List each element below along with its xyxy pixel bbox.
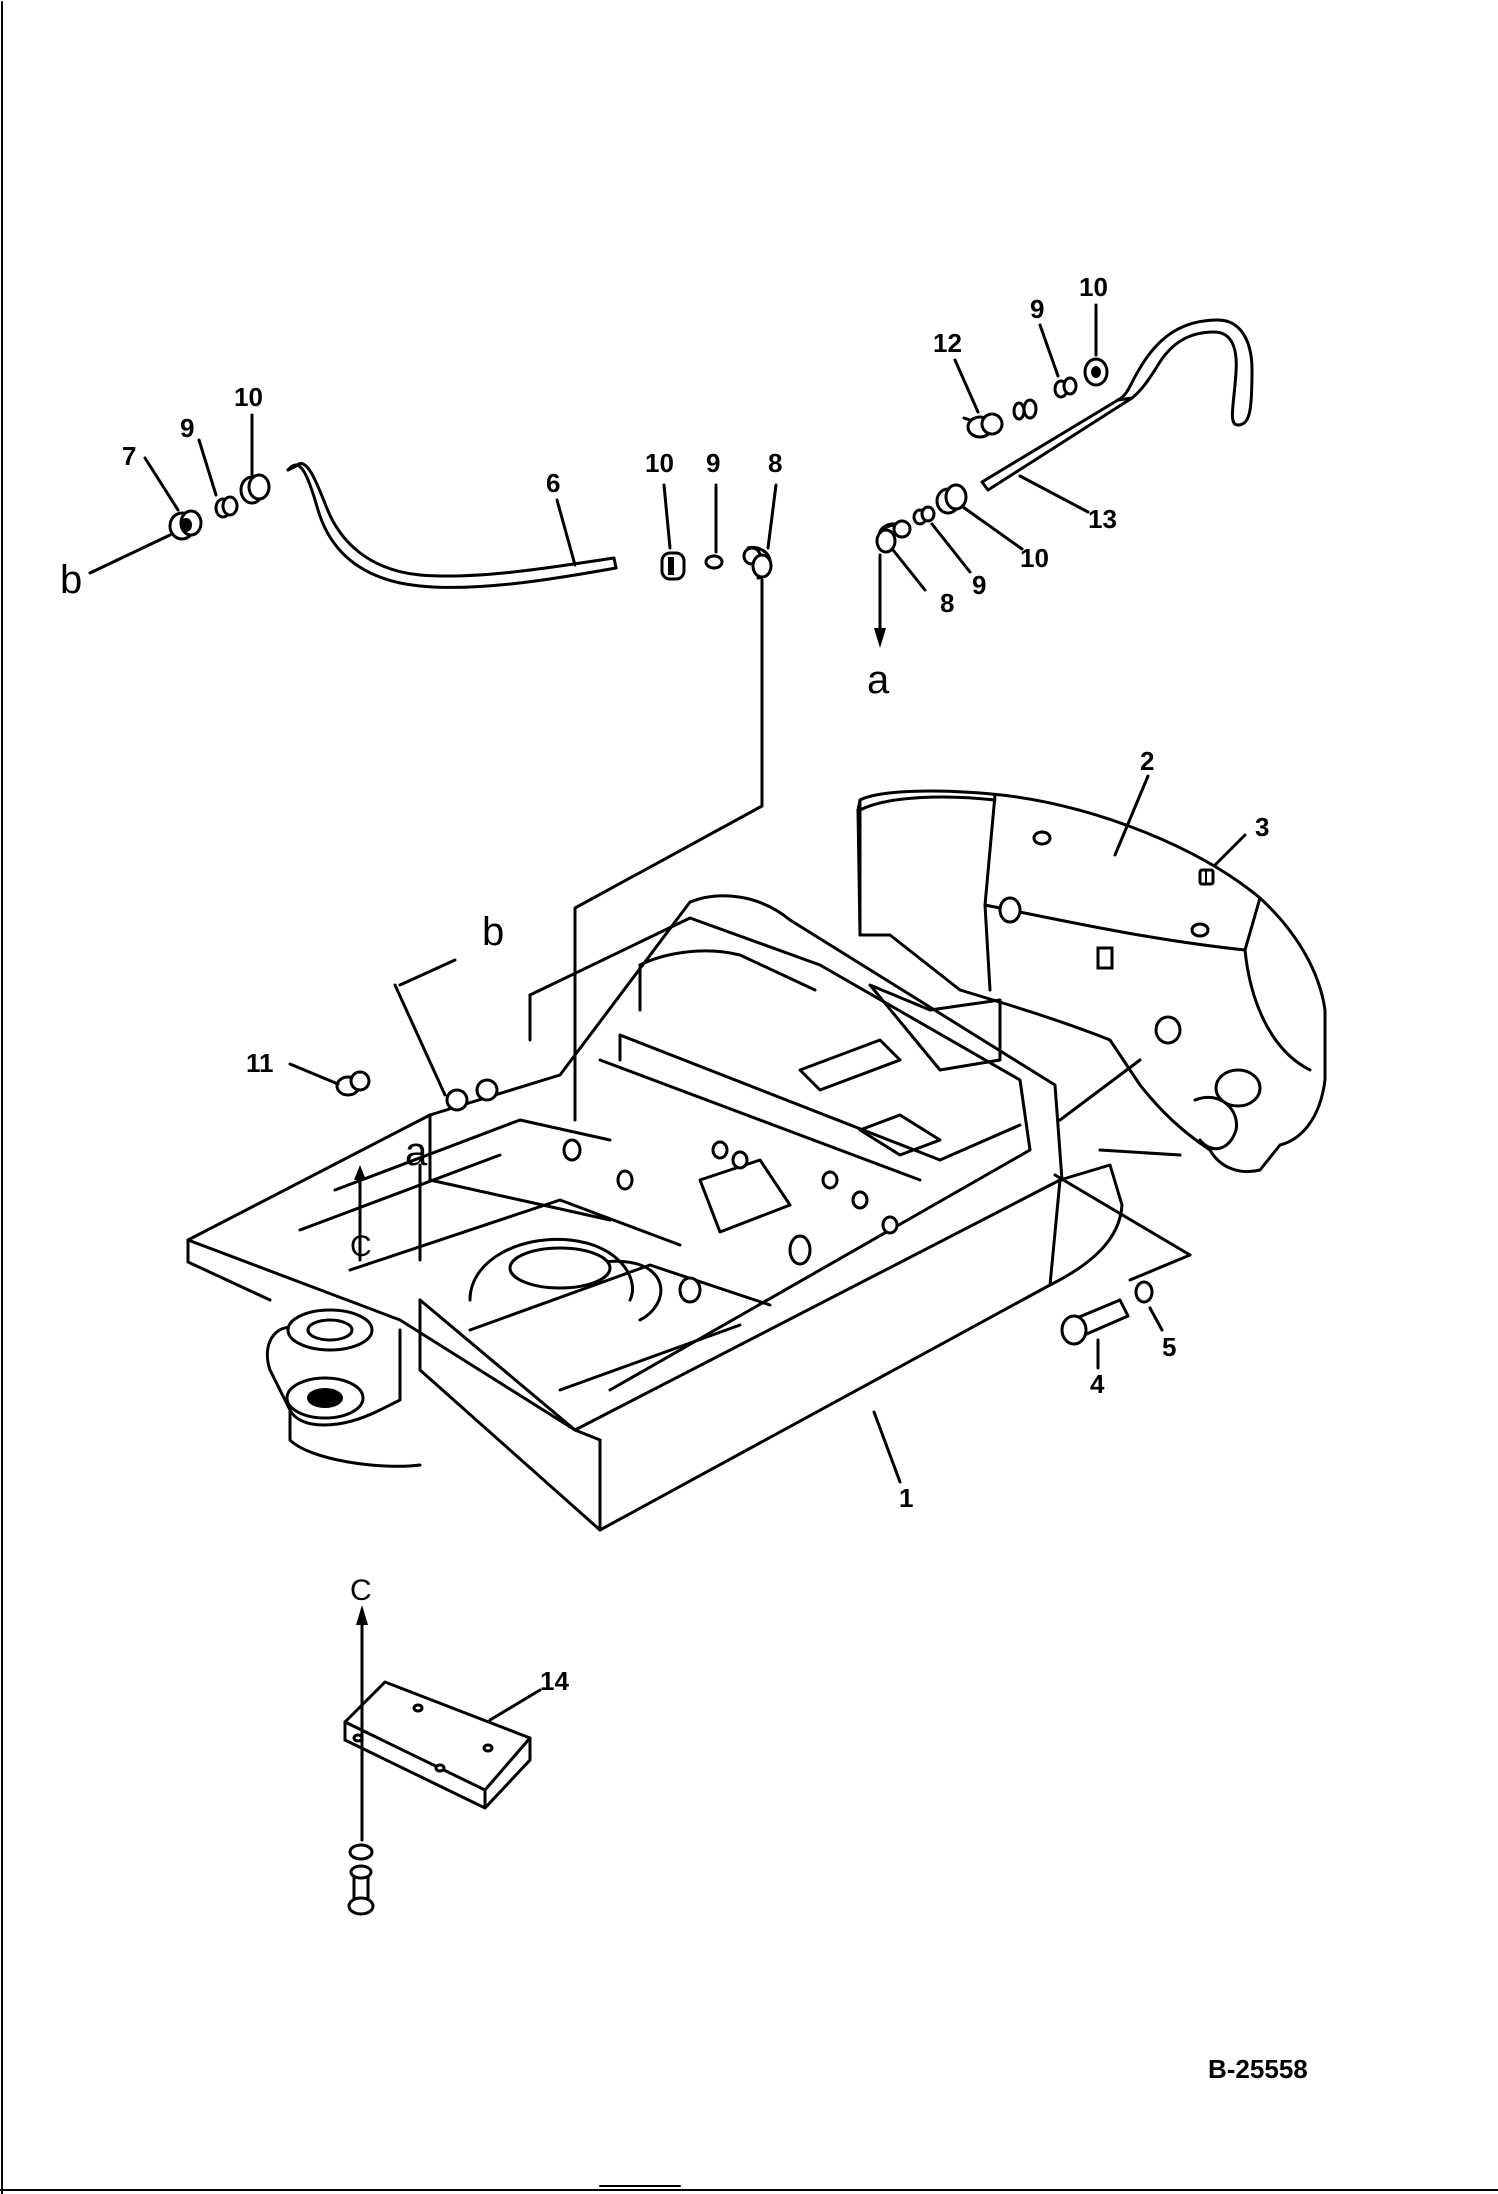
bolt-part-11 xyxy=(288,1062,371,1097)
fitting-part-7 xyxy=(168,509,203,541)
washer-part-5 xyxy=(1134,1280,1154,1304)
leader-to-ref-b xyxy=(88,533,172,575)
frame-holes xyxy=(445,1078,899,1304)
washer-part-9-lower-right xyxy=(912,505,936,526)
nut-part-10-lower-right xyxy=(935,483,968,515)
bolt-part-4 xyxy=(1060,1298,1130,1346)
callout-10-middle: 10 xyxy=(645,448,674,478)
elbow-part-8-left xyxy=(742,546,773,580)
counterweight-guide-line xyxy=(1058,1058,1142,1122)
revolving-frame-part-1 xyxy=(186,894,1192,1532)
callout-13: 13 xyxy=(1088,504,1117,534)
frame-guide-line xyxy=(1098,1148,1182,1157)
arrow-up-c-frame xyxy=(354,1165,366,1180)
hose-assembly-right xyxy=(874,318,1254,648)
reference-letters: b a b a C C xyxy=(60,558,890,1607)
washer-part-9-top xyxy=(1053,376,1078,399)
hose-part-6 xyxy=(286,462,618,589)
callout-numbers: 7 9 10 6 10 9 8 12 9 10 13 10 9 8 2 3 11… xyxy=(122,272,1269,1696)
ref-b-left: b xyxy=(60,558,82,602)
washer-guide-line xyxy=(1128,1253,1192,1282)
washer-part-9-middle xyxy=(704,554,724,570)
bolt-part-3 xyxy=(1198,868,1215,886)
callout-9-middle: 9 xyxy=(706,448,720,478)
callout-9-lower: 9 xyxy=(972,570,986,600)
hose-assembly-left xyxy=(88,462,773,1122)
callout-12: 12 xyxy=(933,328,962,358)
arrow-down-a xyxy=(874,628,886,648)
leader-b-to-hole xyxy=(393,983,447,1097)
ref-c-frame: C xyxy=(350,1230,372,1263)
callout-10-lower: 10 xyxy=(1020,543,1049,573)
callout-8-lower: 8 xyxy=(940,588,954,618)
cover-plate-part-14 xyxy=(343,1605,532,1916)
callout-9-left: 9 xyxy=(180,413,194,443)
callout-8-middle: 8 xyxy=(768,448,782,478)
hose-routing-line-8 xyxy=(573,578,764,1122)
ref-a-frame: a xyxy=(405,1130,428,1174)
callout-3: 3 xyxy=(1255,812,1269,842)
callout-10-left: 10 xyxy=(234,382,263,412)
callout-10-top: 10 xyxy=(1079,272,1108,302)
callout-11: 11 xyxy=(246,1048,274,1078)
callout-14: 14 xyxy=(540,1666,569,1696)
pipe-part-13 xyxy=(980,318,1254,492)
callout-leaders xyxy=(143,303,1247,1722)
elbow-part-8-right xyxy=(875,519,912,554)
callout-7: 7 xyxy=(122,441,136,471)
nut-part-10-middle xyxy=(660,551,686,581)
ref-b-frame: b xyxy=(482,910,504,954)
callout-4: 4 xyxy=(1090,1369,1105,1399)
callout-2: 2 xyxy=(1140,746,1154,776)
callout-5: 5 xyxy=(1162,1332,1176,1362)
leader-ref-b-frame xyxy=(398,958,457,987)
bolt-guide-line xyxy=(1053,1173,1192,1257)
washer-part-9-left xyxy=(214,495,239,519)
nut-part-10-top-right xyxy=(1083,357,1109,387)
callout-1: 1 xyxy=(899,1483,913,1513)
washer-part-9-upper-right xyxy=(1012,398,1038,421)
callout-6: 6 xyxy=(546,468,560,498)
document-id: B-25558 xyxy=(1208,2054,1308,2084)
nut-part-10-left xyxy=(239,473,271,505)
callout-9-top: 9 xyxy=(1030,294,1044,324)
ref-c-bottom: C xyxy=(350,1574,372,1607)
bolt-below-cover xyxy=(347,1864,375,1916)
fitting-part-12 xyxy=(962,412,1004,439)
ref-a-top: a xyxy=(867,658,890,702)
counterweight-part-2 xyxy=(856,789,1327,1174)
